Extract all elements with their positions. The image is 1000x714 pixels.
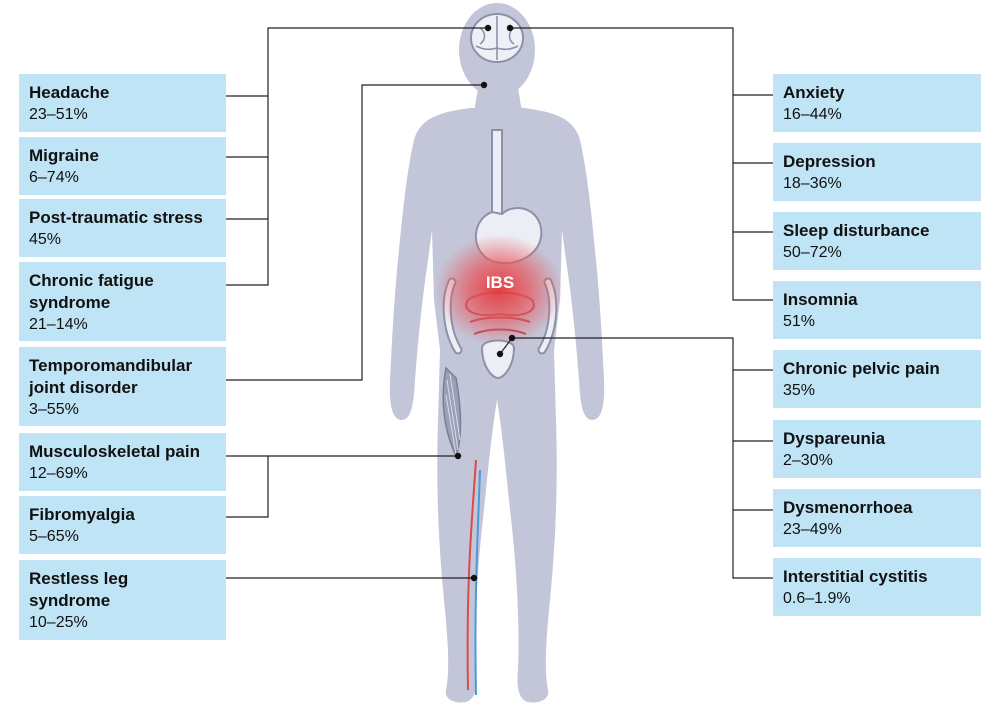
leg-vessels-icon (466, 459, 481, 696)
condition-name: Temporomandibular joint disorder (29, 356, 193, 397)
condition-name: Chronic fatigue syndrome (29, 271, 154, 312)
brain-icon (470, 13, 524, 63)
connector-lines (226, 27, 773, 579)
condition-name: Dysmenorrhoea (783, 498, 913, 517)
condition-value: 23–49% (783, 521, 842, 538)
condition-value: 12–69% (29, 465, 88, 482)
condition-value: 51% (783, 313, 816, 330)
condition-box-dyspareunia: Dyspareunia 2–30% (773, 420, 981, 478)
condition-box-temporomandibular: Temporomandibular joint disorder 3–55% (19, 347, 226, 426)
condition-name: Anxiety (783, 83, 845, 102)
condition-box-migraine: Migraine 6–74% (19, 137, 226, 195)
condition-value: 35% (783, 382, 816, 399)
condition-value: 21–14% (29, 316, 88, 333)
bladder-icon (480, 339, 516, 380)
condition-box-musculoskeletal: Musculoskeletal pain 12–69% (19, 433, 226, 491)
condition-box-dysmenorrhoea: Dysmenorrhoea 23–49% (773, 489, 981, 547)
condition-name: Dyspareunia (783, 429, 886, 448)
condition-value: 45% (29, 231, 62, 248)
condition-name: Interstitial cystitis (783, 567, 928, 586)
condition-name: Fibromyalgia (29, 505, 135, 524)
condition-value: 10–25% (29, 614, 88, 631)
condition-box-chronic-pelvic-pain: Chronic pelvic pain 35% (773, 350, 981, 408)
ibs-label: IBS (485, 273, 515, 292)
condition-name: Depression (783, 152, 876, 171)
condition-box-restless-leg: Restless leg syndrome 10–25% (19, 560, 226, 640)
condition-box-insomnia: Insomnia 51% (773, 281, 981, 339)
condition-value: 2–30% (783, 452, 833, 469)
condition-value: 0.6–1.9% (783, 590, 851, 607)
condition-name: Post-traumatic stress (29, 208, 203, 227)
condition-box-post-traumatic-stress: Post-traumatic stress 45% (19, 199, 226, 257)
condition-box-anxiety: Anxiety 16–44% (773, 74, 981, 132)
condition-box-fibromyalgia: Fibromyalgia 5–65% (19, 496, 226, 554)
ibs-glow (435, 234, 563, 346)
condition-name: Insomnia (783, 290, 858, 309)
muscle-icon (442, 366, 462, 458)
condition-name: Chronic pelvic pain (783, 359, 940, 378)
condition-box-chronic-fatigue: Chronic fatigue syndrome 21–14% (19, 262, 226, 341)
condition-value: 3–55% (29, 401, 79, 418)
condition-name: Migraine (29, 146, 99, 165)
condition-box-interstitial-cystitis: Interstitial cystitis 0.6–1.9% (773, 558, 981, 616)
condition-value: 5–65% (29, 528, 79, 545)
condition-value: 50–72% (783, 244, 842, 261)
condition-value: 18–36% (783, 175, 842, 192)
condition-name: Musculoskeletal pain (29, 442, 200, 461)
condition-name: Sleep disturbance (783, 221, 930, 240)
condition-box-depression: Depression 18–36% (773, 143, 981, 201)
condition-box-headache: Headache 23–51% (19, 74, 226, 132)
condition-box-sleep-disturbance: Sleep disturbance 50–72% (773, 212, 981, 270)
connector-dots (454, 24, 516, 582)
condition-value: 16–44% (783, 106, 842, 123)
condition-name: Restless leg syndrome (29, 569, 129, 610)
condition-value: 6–74% (29, 169, 79, 186)
condition-name: Headache (29, 83, 110, 102)
condition-value: 23–51% (29, 106, 88, 123)
